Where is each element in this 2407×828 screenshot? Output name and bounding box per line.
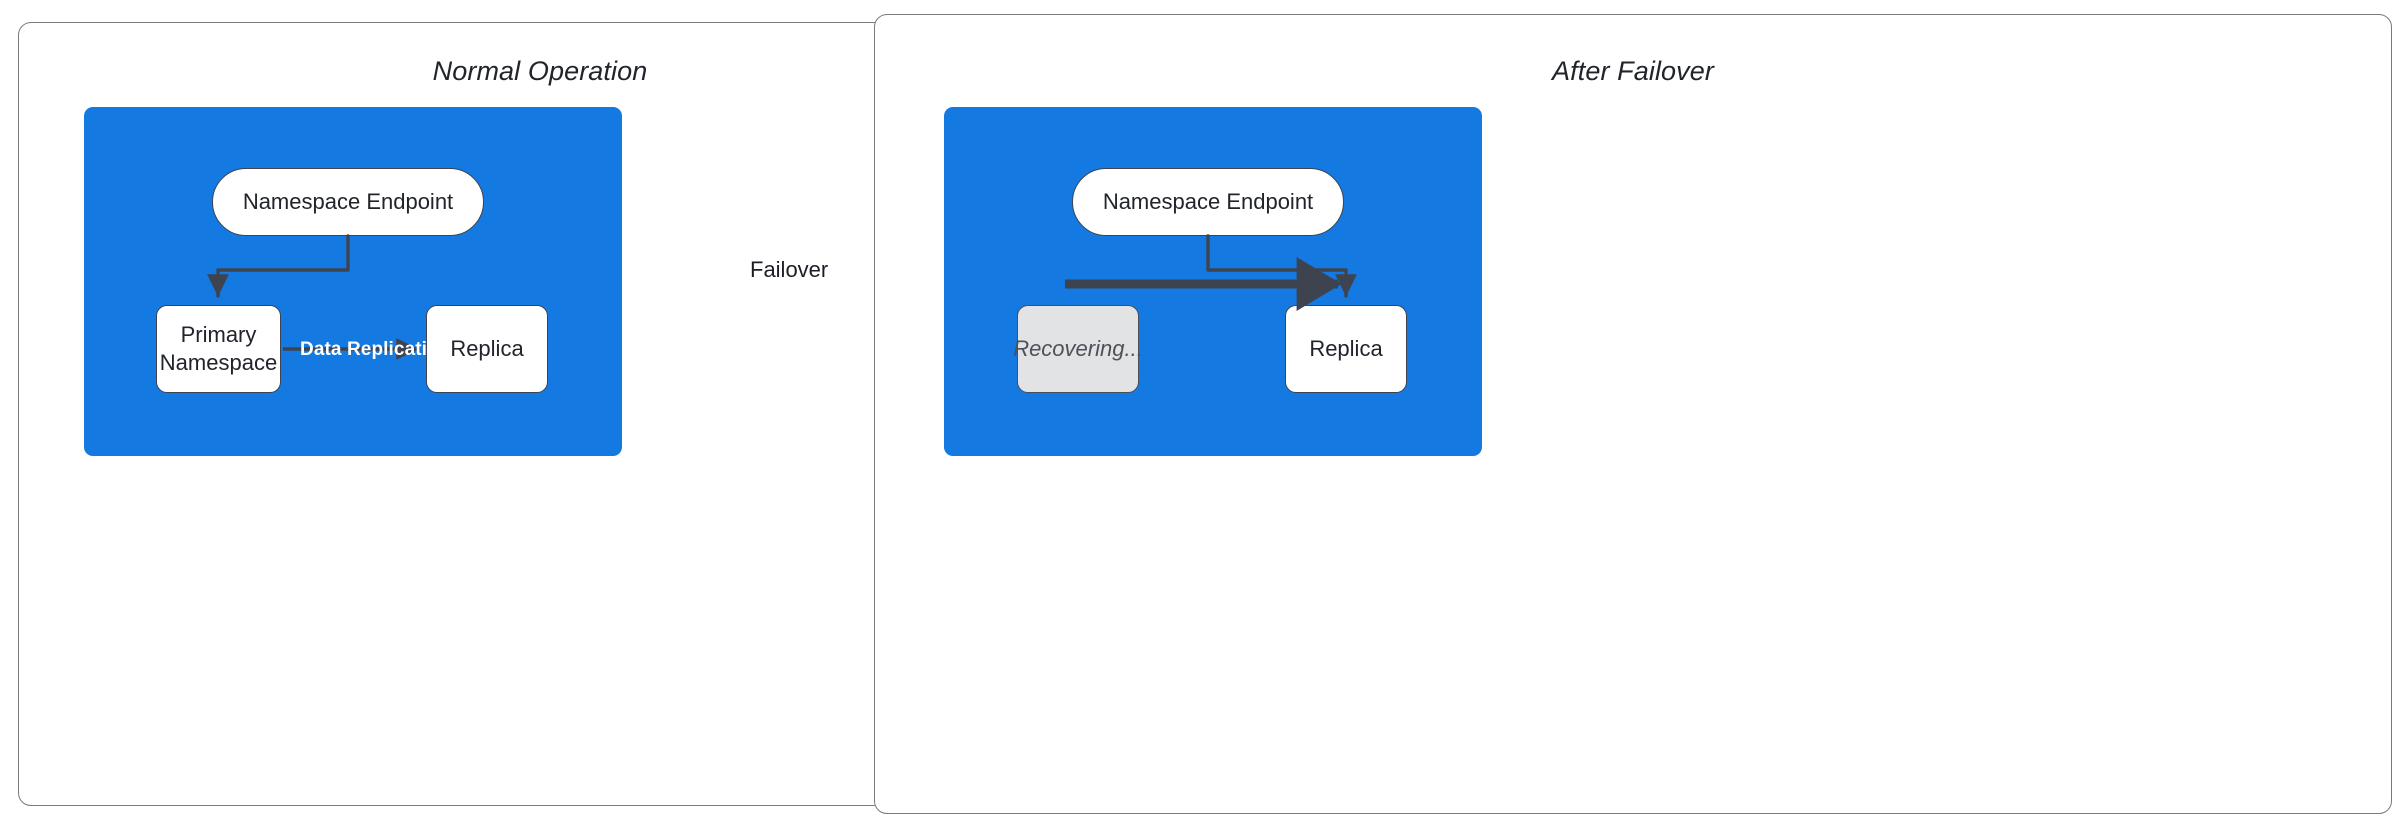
node-namespace-endpoint-left[interactable]: Namespace Endpoint <box>212 168 484 236</box>
node-primary-namespace-line1: Primary <box>180 321 257 347</box>
node-primary-namespace-line2: Namespace <box>159 350 278 375</box>
edge-label-data-replication: Data Replication <box>300 339 451 360</box>
node-primary-namespace[interactable]: Primary Namespace <box>156 305 281 393</box>
node-recovering[interactable]: Recovering... <box>1013 305 1143 393</box>
node-replica-left[interactable]: Replica <box>426 305 548 393</box>
panel-title-normal-operation: Normal Operation <box>432 56 648 86</box>
node-namespace-endpoint-right[interactable]: Namespace Endpoint <box>1072 168 1344 236</box>
node-replica-right[interactable]: Replica <box>1285 305 1407 393</box>
blue-region-right <box>944 107 1482 456</box>
panel-title-after-failover: After Failover <box>1552 56 1714 86</box>
edge-label-failover: Failover <box>750 257 829 282</box>
blue-region-left <box>84 107 622 456</box>
